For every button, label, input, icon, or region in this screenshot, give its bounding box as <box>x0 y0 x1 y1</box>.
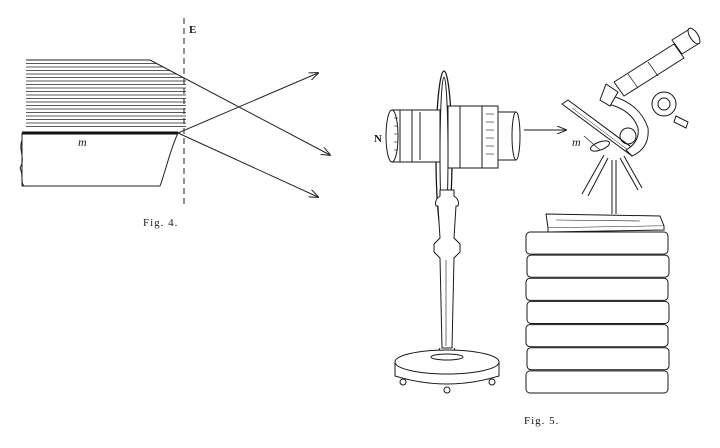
fig4-glass-block <box>21 132 179 187</box>
fig5-label-m: m <box>572 135 581 149</box>
fig5-block <box>525 370 669 394</box>
fig4-caption: Fig. 4. <box>143 217 178 229</box>
fig4-ray-lower <box>177 132 318 197</box>
fig5-stand-column <box>433 189 461 349</box>
fig4-glass-left-wavy <box>19 139 25 187</box>
fig4-label-e: E <box>189 24 196 36</box>
fig5-microscope-tube <box>613 43 685 97</box>
fig5-block <box>526 254 670 278</box>
fig4-label-m: m <box>78 135 87 149</box>
fig5-caption: Fig. 5. <box>524 415 559 427</box>
fig5-microscope-arm <box>607 95 649 157</box>
fig4-parallel-rays <box>26 63 186 127</box>
fig5-block <box>526 300 670 324</box>
fig4-ray-upper <box>177 73 318 134</box>
fig5-polarizer-tube-right <box>447 105 499 169</box>
fig5-polarizer-tube-left <box>391 109 441 163</box>
figure-5 <box>385 27 701 394</box>
fig5-microscope-foot <box>545 213 665 229</box>
fig5-microscope-objective <box>599 83 619 107</box>
fig5-block <box>525 277 669 301</box>
fig5-microscope <box>545 27 701 233</box>
fig5-polarizer-stand <box>385 70 521 394</box>
fig5-focus-knob <box>651 91 677 117</box>
fig5-block <box>525 324 669 348</box>
fig5-block <box>525 231 669 255</box>
fig5-block <box>526 347 670 371</box>
fig5-microscope-mirror <box>590 140 610 152</box>
figure-4: E m Fig. 4. <box>19 18 330 229</box>
fig4-beam-slope-edge <box>149 59 330 155</box>
fig5-label-n: N <box>374 133 382 145</box>
fig5-block-stack <box>525 231 670 394</box>
